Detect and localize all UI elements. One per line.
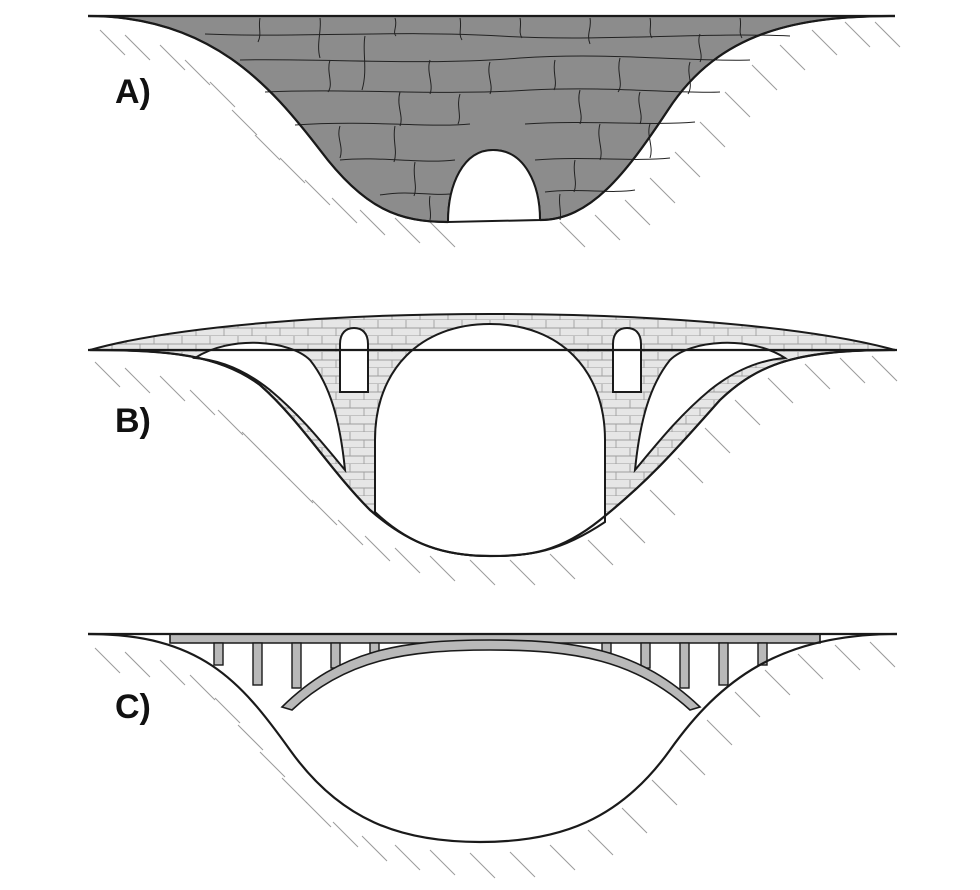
panel-c-arch-rib (280, 639, 702, 711)
panel-c-column (330, 642, 341, 669)
panel-c-column (718, 642, 729, 686)
panel-a-label: A) (115, 73, 151, 111)
panel-b-right-spandrel-arch (633, 341, 788, 474)
panel-b-main-arch-opening (374, 322, 606, 558)
panel-b: B) (88, 313, 898, 586)
panel-c-column (679, 642, 690, 689)
panel-a-valley-profile (87, 14, 896, 224)
panel-c-label: C) (115, 688, 151, 726)
panel-c-column (640, 642, 651, 669)
panel-b-left-spandrel-arch (192, 341, 347, 474)
panel-c-column (757, 642, 768, 666)
panel-b-left-window (339, 326, 369, 393)
panel-b-valley-profile (89, 348, 896, 558)
panel-c-ground-hatching (94, 641, 896, 879)
panel-c-column (291, 642, 302, 689)
panel-b-ground-hatching (94, 355, 898, 586)
panel-c: C) (87, 632, 898, 879)
panel-c-column (213, 642, 224, 666)
panel-a-culvert-opening (446, 148, 542, 224)
panel-c-column (252, 642, 263, 686)
panel-a-ground-hatching (99, 21, 901, 248)
panel-c-valley-profile (87, 632, 898, 844)
panel-a-stone-joints (204, 17, 791, 221)
panel-a: A) (87, 14, 901, 248)
panel-b-right-window (612, 326, 642, 393)
panel-b-label: B) (115, 402, 151, 440)
